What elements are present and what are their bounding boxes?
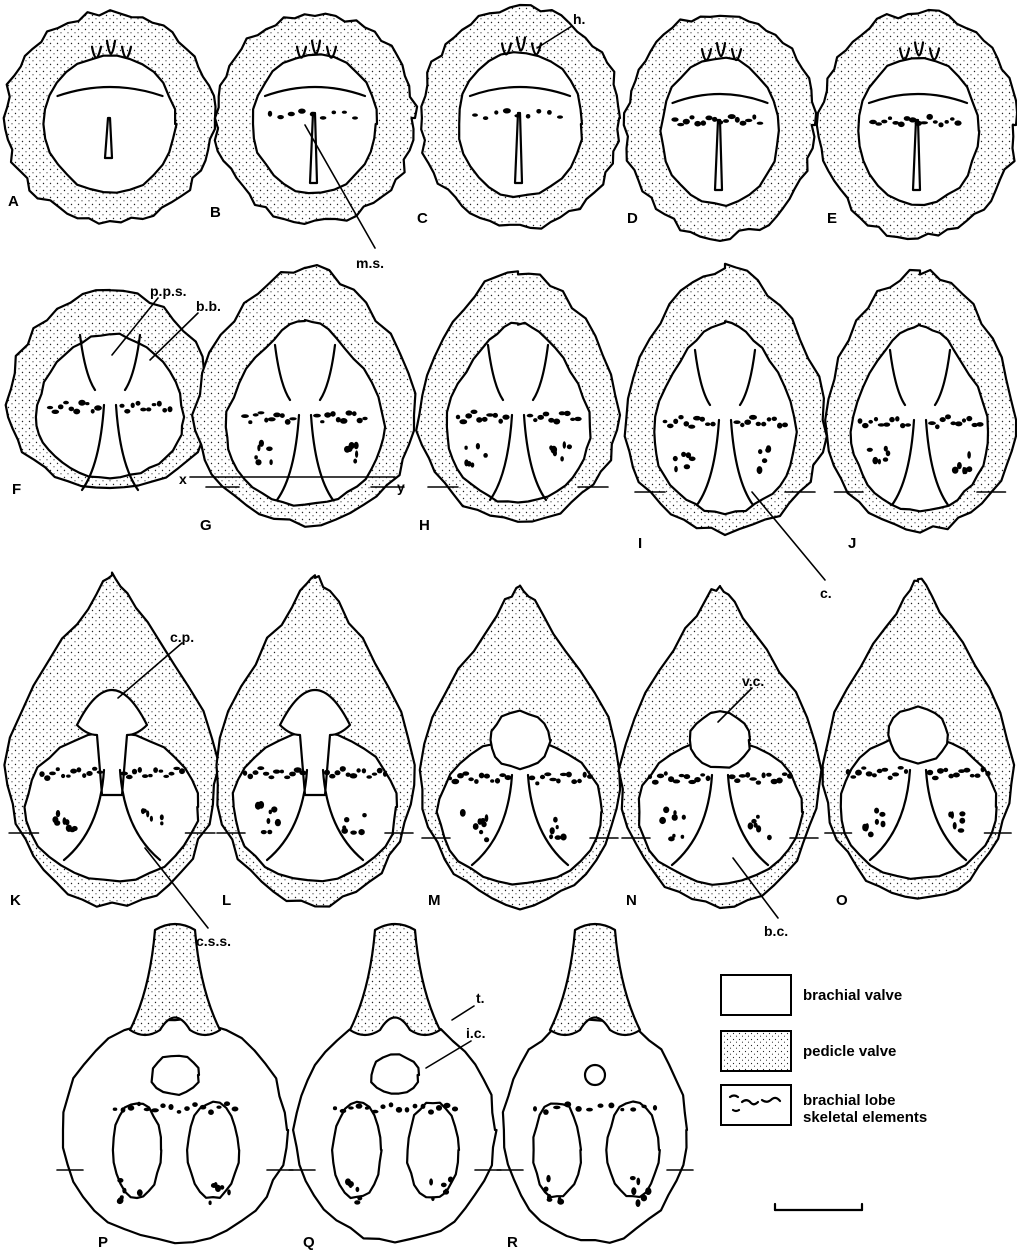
panel-label-g: G — [200, 517, 212, 534]
legend-label-brachial-valve: brachial valve — [803, 987, 902, 1004]
legend-label-skeletal-line1: brachial lobe — [803, 1092, 896, 1109]
panel-label-j: J — [848, 535, 856, 552]
annotation-cp: c.p. — [170, 629, 194, 645]
annotation-t: t. — [476, 990, 485, 1006]
section-k — [4, 573, 219, 907]
scale-bar — [775, 1204, 862, 1210]
section-n — [619, 586, 822, 908]
section-i — [625, 264, 827, 535]
panel-label-q: Q — [303, 1234, 315, 1251]
panel-label-k: K — [10, 892, 21, 909]
annotation-x: x — [179, 471, 187, 487]
section-c — [421, 5, 620, 229]
annotation-bb: b.b. — [196, 298, 221, 314]
legend-swatch-skeletal-elements — [721, 1085, 791, 1125]
section-l — [217, 575, 415, 906]
legend: brachial valve pedicle valve brachial lo… — [721, 975, 927, 1210]
section-h — [416, 271, 620, 522]
annotation-ic: i.c. — [466, 1025, 485, 1041]
section-e — [817, 10, 1017, 239]
section-f — [6, 290, 213, 490]
annotation-bc: b.c. — [764, 923, 788, 939]
section-o — [823, 579, 1014, 899]
section-m — [420, 586, 620, 910]
panel-label-m: M — [428, 892, 441, 909]
annotation-c: c. — [820, 585, 832, 601]
panel-label-b: B — [210, 204, 221, 221]
annotation-y: y — [397, 479, 405, 495]
annotation-css: c.s.s. — [196, 933, 231, 949]
panel-label-l: L — [222, 892, 231, 909]
legend-label-skeletal-line2: skeletal elements — [803, 1109, 927, 1126]
legend-swatch-brachial-valve — [721, 975, 791, 1015]
panel-label-h: H — [419, 517, 430, 534]
section-q — [289, 924, 501, 1242]
panel-label-o: O — [836, 892, 848, 909]
panel-label-c: C — [417, 210, 428, 227]
legend-swatch-pedicle-valve — [721, 1031, 791, 1071]
section-d — [624, 16, 816, 241]
legend-label-pedicle-valve: pedicle valve — [803, 1043, 896, 1060]
panel-label-p: P — [98, 1234, 108, 1251]
annotation-pps: p.p.s. — [150, 283, 187, 299]
annotation-vc: v.c. — [742, 673, 764, 689]
section-b — [215, 14, 417, 224]
section-p — [57, 924, 293, 1243]
annotation-median-septum: m.s. — [356, 255, 384, 271]
panel-label-i: I — [638, 535, 642, 552]
section-a — [4, 10, 216, 224]
panel-label-n: N — [626, 892, 637, 909]
panel-label-f: F — [12, 481, 21, 498]
panel-label-a: A — [8, 193, 19, 210]
panel-label-r: R — [507, 1234, 518, 1251]
section-r — [497, 924, 693, 1243]
panel-label-d: D — [627, 210, 638, 227]
section-j — [825, 270, 1016, 533]
panel-label-e: E — [827, 210, 837, 227]
section-g — [192, 265, 415, 527]
annotation-hinge: h. — [573, 11, 585, 27]
